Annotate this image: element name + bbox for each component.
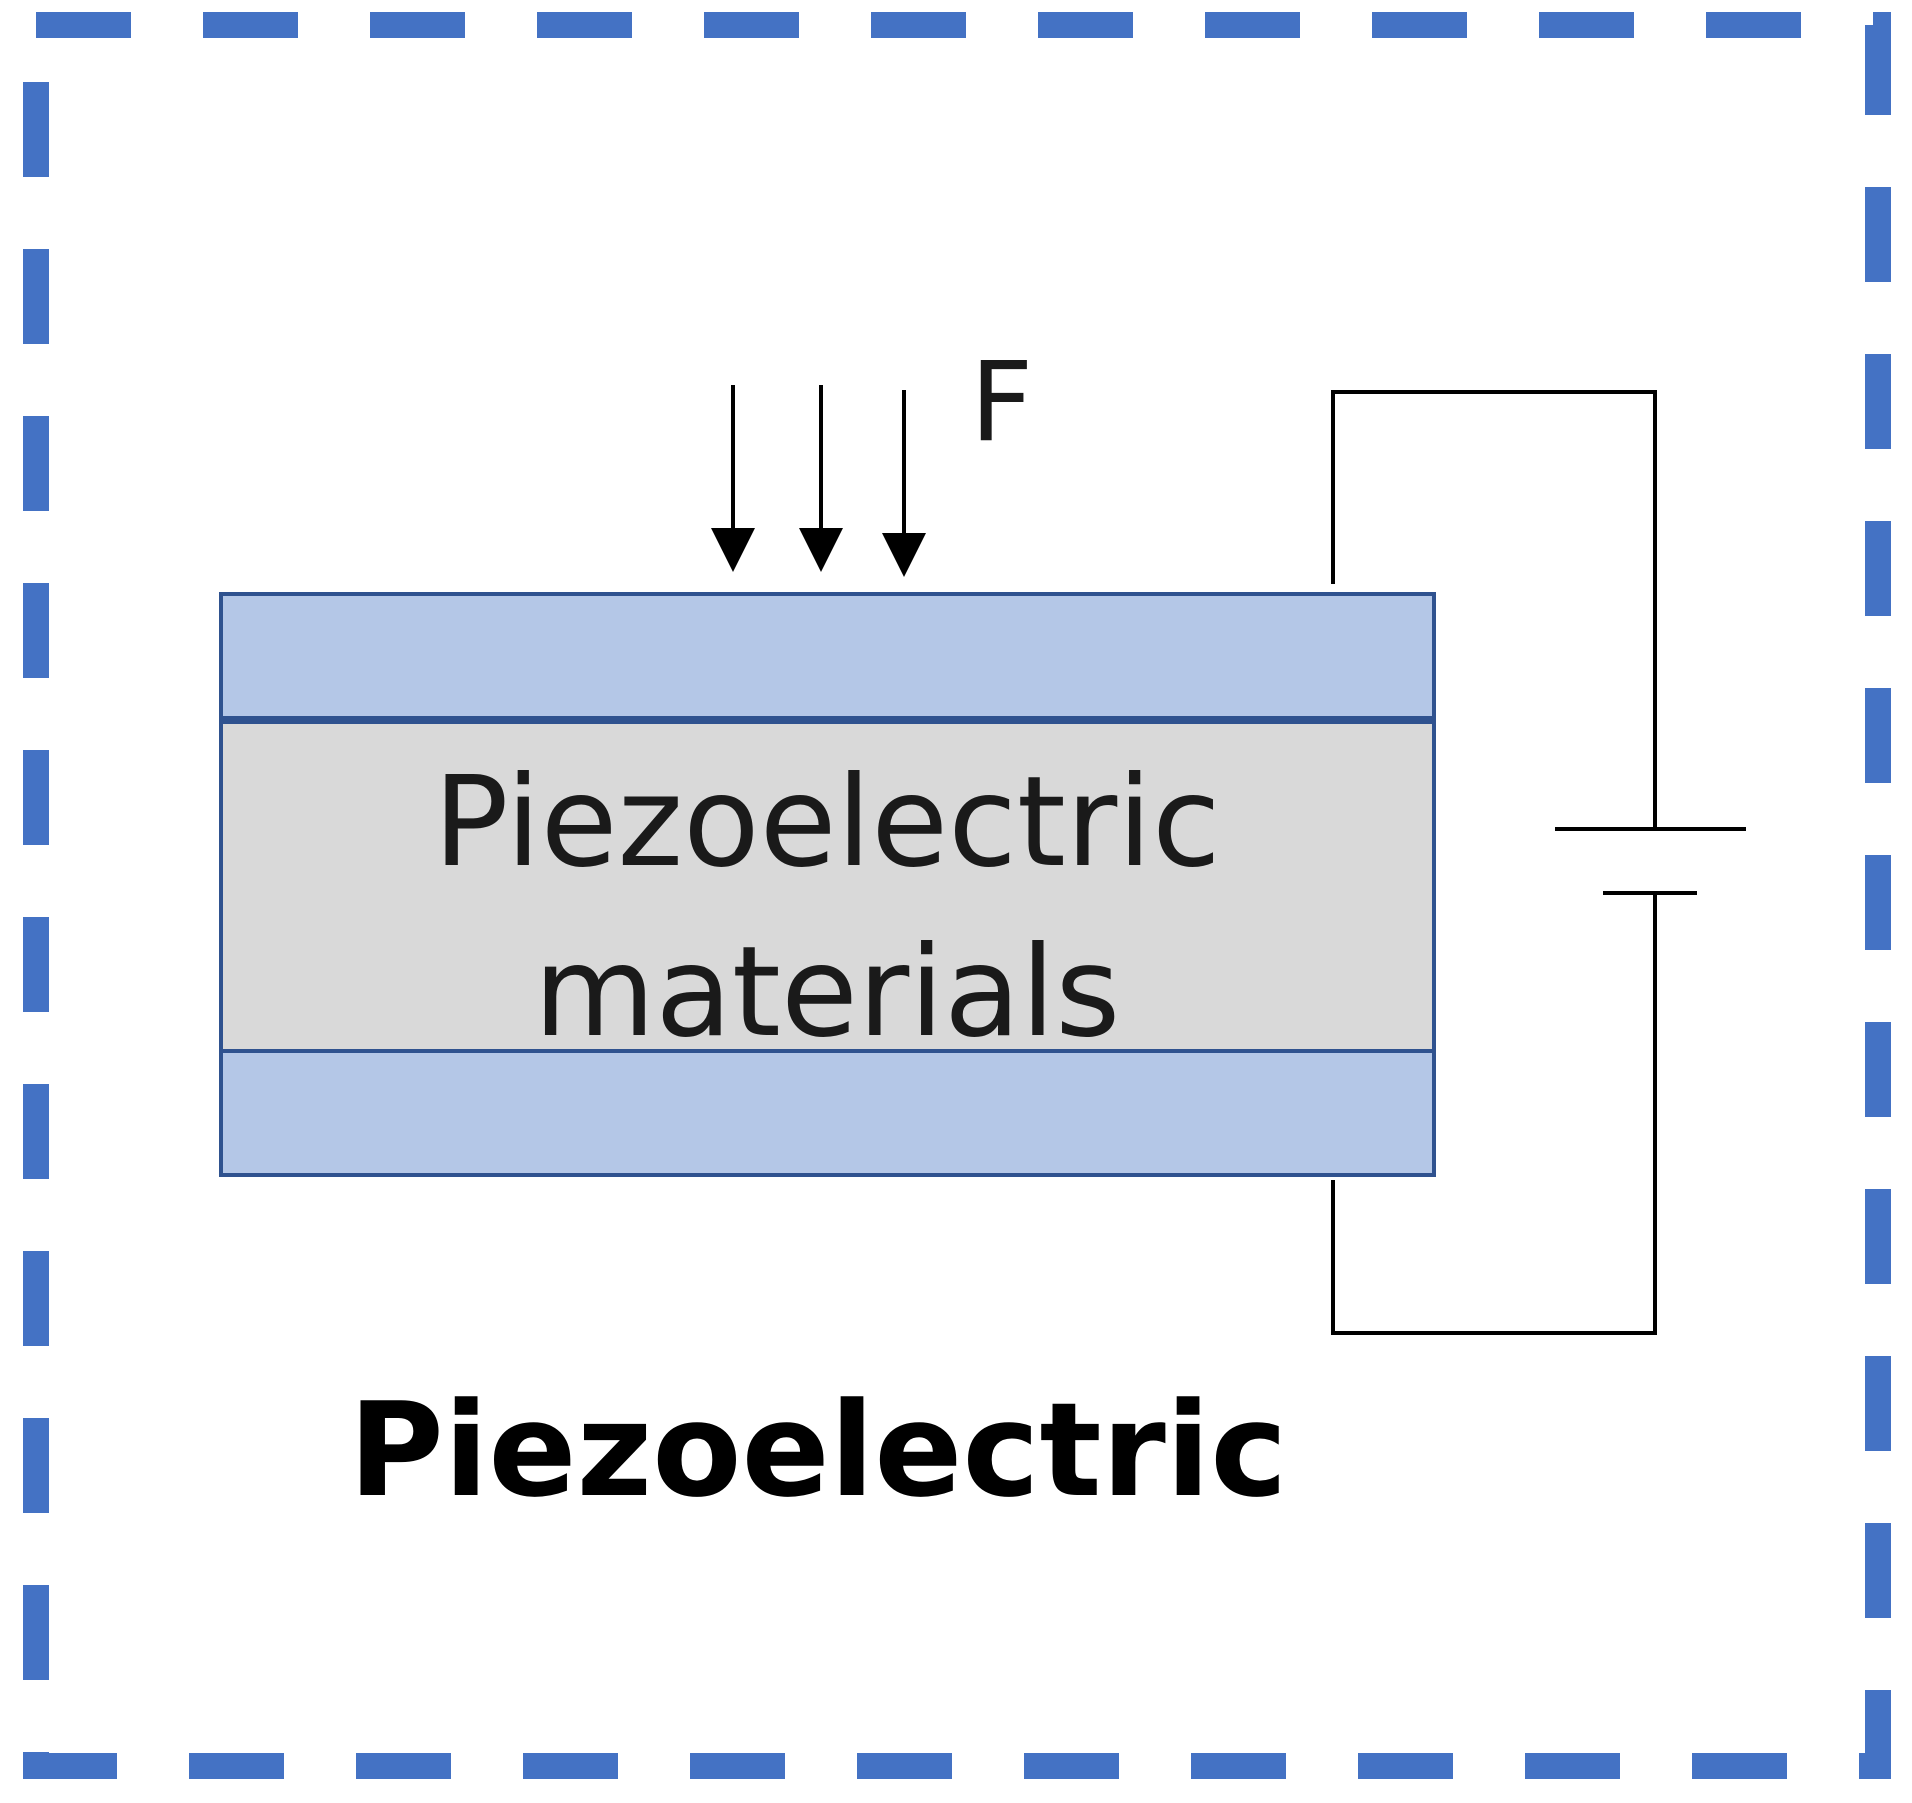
bottom-electrode (219, 1049, 1436, 1177)
top-wire (1331, 390, 1657, 829)
circuit (1331, 390, 1746, 1335)
force-arrows (711, 385, 926, 577)
material-label-line-2: materials (534, 920, 1121, 1065)
caption: Piezoelectric (349, 1374, 1288, 1526)
force-label: F (970, 338, 1033, 466)
force-arrowhead-1 (711, 528, 755, 572)
force-arrowhead-2 (799, 528, 843, 572)
force-arrowhead-3 (882, 533, 926, 577)
dashed-frame (23, 12, 1891, 1779)
top-electrode (219, 592, 1436, 720)
bottom-wire (1331, 893, 1657, 1335)
piezoelectric-layer (219, 719, 1436, 1053)
material-label-line-1: Piezoelectric (433, 750, 1220, 895)
